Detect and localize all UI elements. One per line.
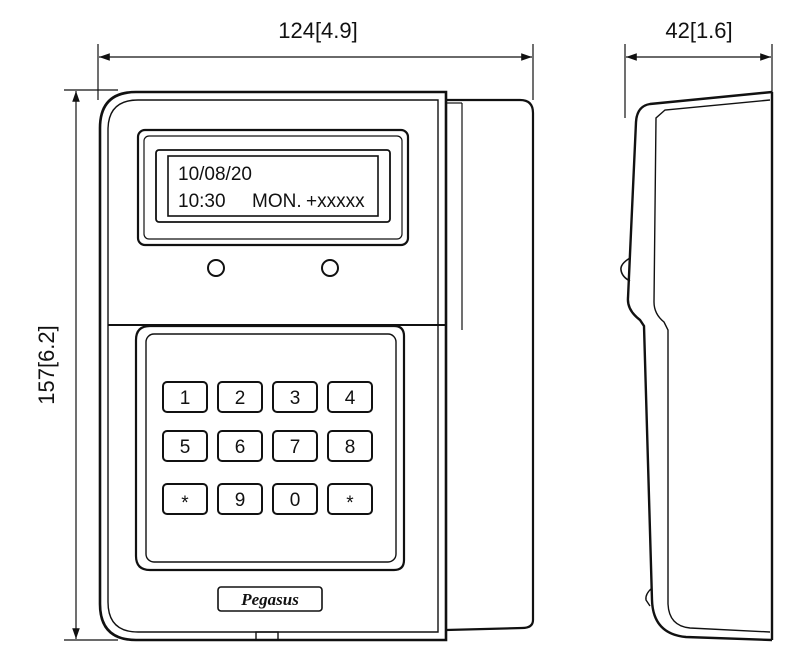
brand-plate <box>217 586 323 612</box>
front-body-inner-outline <box>107 99 439 633</box>
key-label: 6 <box>235 437 246 458</box>
key-2: 2 <box>217 381 263 413</box>
lcd-date: 10/08/20 <box>178 164 252 185</box>
led-right <box>321 259 339 277</box>
front-body-outline <box>98 90 448 642</box>
side-foot <box>645 587 653 607</box>
keypad-surround <box>134 324 406 572</box>
lcd-extra: +xxxxx <box>306 191 365 212</box>
key-label: 7 <box>290 437 301 458</box>
key-star-8: * <box>162 483 208 515</box>
lcd-day: MON. <box>252 191 302 212</box>
key-outline <box>327 430 373 462</box>
key-outline <box>162 483 208 515</box>
side-body-inner-outline <box>653 99 771 633</box>
key-label: 0 <box>290 490 301 511</box>
width-dimension: 124[4.9] <box>97 18 534 100</box>
key-label: 2 <box>235 388 246 409</box>
lcd-bezel-inner <box>143 135 403 240</box>
depth-dimension: 42[1.6] <box>624 18 773 118</box>
rear-housing-outline <box>445 98 535 632</box>
key-outline <box>327 381 373 413</box>
led-left <box>207 259 225 277</box>
lcd-bezel <box>136 128 410 247</box>
key-outline <box>272 483 318 515</box>
key-7: 7 <box>272 430 318 462</box>
key-8: 8 <box>327 430 373 462</box>
key-label: 3 <box>290 388 301 409</box>
key-4: 4 <box>327 381 373 413</box>
key-0: 0 <box>272 483 318 515</box>
width-label: 124[4.9] <box>278 18 358 43</box>
bottom-connector <box>255 631 279 641</box>
lcd-screen <box>167 155 379 217</box>
key-outline <box>327 483 373 515</box>
key-label: 5 <box>180 437 191 458</box>
key-1: 1 <box>162 381 208 413</box>
brand-logo: Pegasus <box>240 590 299 609</box>
key-9: 9 <box>217 483 263 515</box>
lcd-frame <box>155 149 391 223</box>
key-outline <box>217 430 263 462</box>
key-outline <box>162 430 208 462</box>
key-6: 6 <box>217 430 263 462</box>
key-3: 3 <box>272 381 318 413</box>
side-view <box>620 90 774 642</box>
side-led-bump <box>620 257 631 282</box>
keypad-inner <box>145 333 397 563</box>
key-label: * <box>346 493 354 514</box>
lcd-time: 10:30 <box>178 191 226 212</box>
depth-label: 42[1.6] <box>665 18 732 43</box>
key-label: 8 <box>345 437 356 458</box>
key-outline <box>217 381 263 413</box>
key-label: * <box>181 493 189 514</box>
key-outline <box>272 381 318 413</box>
key-outline <box>272 430 318 462</box>
height-label: 157[6.2] <box>34 325 59 405</box>
key-star-11: * <box>327 483 373 515</box>
key-label: 4 <box>345 388 356 409</box>
key-label: 1 <box>180 388 191 409</box>
height-dimension: 157[6.2] <box>34 89 118 641</box>
key-5: 5 <box>162 430 208 462</box>
key-outline <box>162 381 208 413</box>
key-outline <box>217 483 263 515</box>
side-body-outline <box>626 90 773 642</box>
key-label: 9 <box>235 490 246 511</box>
keypad-keys: 1 2 3 4 5 6 7 8 * 9 0 * <box>162 381 373 515</box>
